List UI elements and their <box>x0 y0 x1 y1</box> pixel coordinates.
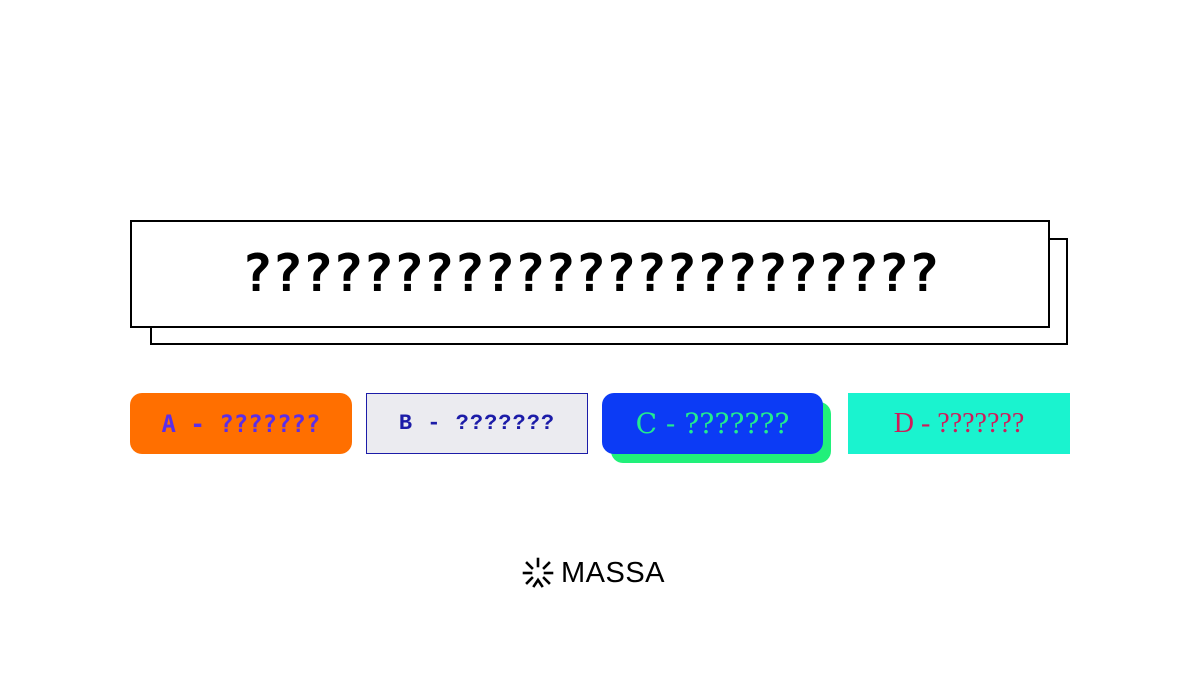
massa-logo-icon <box>522 557 554 588</box>
answer-a-label: A - ??????? <box>161 409 321 438</box>
question-text: ??????????????????????? <box>241 244 939 304</box>
question-box: ??????????????????????? <box>130 220 1050 328</box>
answer-a-button[interactable]: A - ??????? <box>130 393 352 454</box>
answer-c-label: C - ??????? <box>635 407 790 440</box>
brand-name: MASSA <box>561 556 666 589</box>
answer-b-button[interactable]: B - ??????? <box>366 393 588 454</box>
brand: MASSA <box>522 556 665 590</box>
answer-d-button[interactable]: D - ??????? <box>848 393 1070 454</box>
answer-d-label: D - ??????? <box>893 407 1025 439</box>
answer-b-label: B - ??????? <box>398 411 556 436</box>
answer-c-button[interactable]: C - ??????? <box>602 393 823 454</box>
